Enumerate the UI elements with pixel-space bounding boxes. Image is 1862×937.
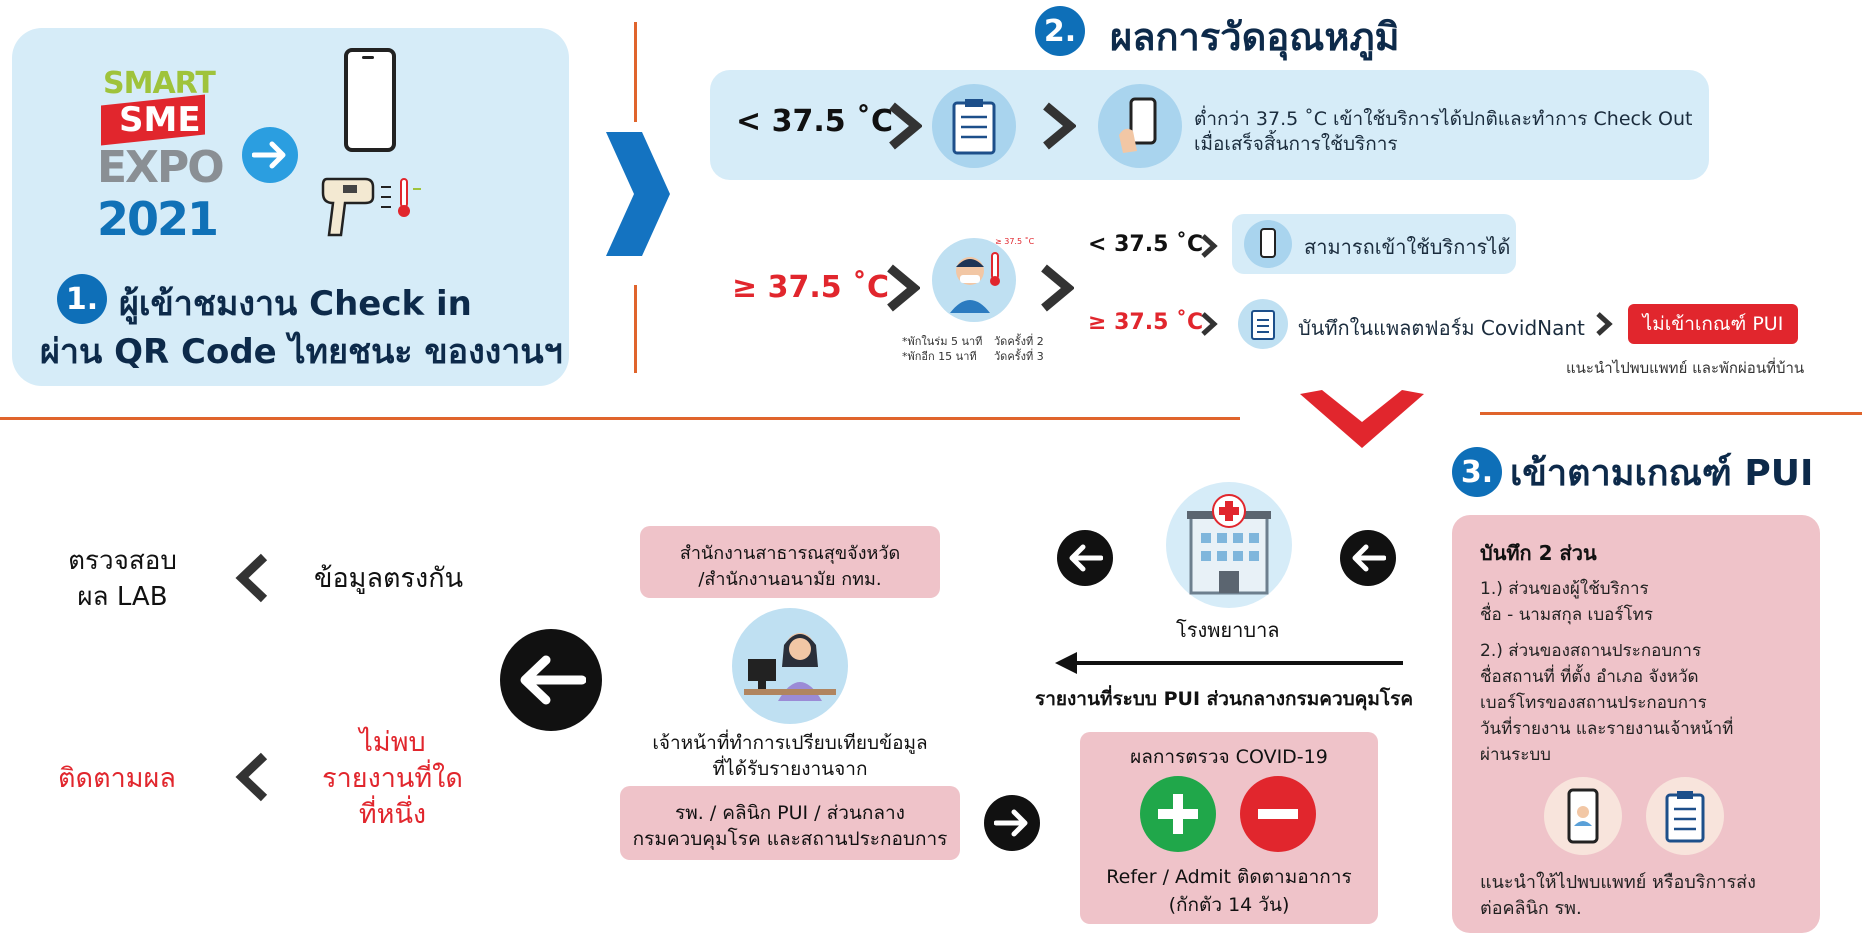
divider-vertical-top: [634, 22, 637, 122]
phone-doctor-icon: [1544, 777, 1622, 855]
chevron-right-icon: [886, 264, 922, 316]
step3-record-panel: บันทึก 2 ส่วน 1.) ส่วนของผู้ใช้บริการ ชื…: [1452, 515, 1820, 933]
officer-top-box: สำนักงานสาธารณสุขจังหวัด /สำนักงานอนามัย…: [640, 526, 940, 598]
part1-line1: 1.) ส่วนของผู้ใช้บริการ: [1480, 579, 1649, 599]
covid-result-line2: (กักตัว 14 วัน): [1168, 894, 1290, 916]
part2-line2: ชื่อสถานที่ ที่ตั้ง อำเภอ จังหวัด: [1480, 667, 1699, 687]
logo-expo: EXPO: [97, 142, 225, 193]
part1-line2: ชื่อ - นามสกุล เบอร์โทร: [1480, 605, 1653, 625]
part2-line3: เบอร์โทรของสถานประกอบการ: [1480, 693, 1707, 713]
lab-line1: ตรวจสอบ: [68, 546, 177, 576]
chevron-right-icon: [602, 128, 672, 264]
step2-badge: 2.: [1035, 6, 1085, 56]
divider-vertical-bottom: [634, 285, 637, 373]
sub-ok-box: สามารถเข้าใช้บริการได้: [1232, 214, 1516, 274]
chevron-left-icon: [234, 752, 270, 806]
chevron-right-icon: [1200, 311, 1218, 341]
chevron-right-icon: [1595, 311, 1613, 341]
measure2-note: วัดครั้งที่ 2: [994, 335, 1044, 348]
not-pui-badge: ไม่เข้าเกณฑ์ PUI: [1628, 304, 1798, 344]
covid-result-line1: Refer / Admit ติดตามอาการ: [1106, 866, 1352, 888]
step2-title: ผลการวัดอุณหภูมิ: [1110, 15, 1400, 59]
notfound-line2: รายงานที่ใด: [322, 763, 463, 794]
report-arrow: [1055, 651, 1405, 679]
measure3-note: วัดครั้งที่ 3: [994, 350, 1044, 363]
not-pui-label: ไม่เข้าเกณฑ์ PUI: [1642, 313, 1784, 335]
divider-left-bottom: [0, 417, 1240, 420]
arrow-right-icon: [984, 795, 1040, 851]
phone-in-hand-icon: [1244, 220, 1292, 268]
smart-sme-expo-logo: SMART SME EXPO 2021: [97, 66, 227, 246]
step1-badge: 1.: [57, 274, 107, 324]
covid-title: ผลการตรวจ COVID-19: [1130, 746, 1328, 768]
row1-desc-line1: ต่ำกว่า 37.5 ˚C เข้าใช้บริการได้ปกติและท…: [1194, 108, 1693, 130]
divider-right-bottom: [1480, 412, 1862, 415]
arrow-left-icon: [1057, 530, 1113, 586]
officer-bottom-line2: กรมควบคุมโรค และสถานประกอบการ: [632, 828, 948, 850]
step3-advice-line2: ต่อคลินิก รพ.: [1480, 898, 1582, 919]
chevron-down-icon: [1298, 388, 1426, 454]
hospital-icon: [1166, 482, 1292, 608]
follow-text: ติดตามผล: [58, 763, 176, 794]
icon-temp-label: ≥ 37.5 ˚C: [995, 237, 1035, 246]
sub-high-temp: ≥ 37.5 ˚C: [1088, 310, 1204, 335]
part2-line5: ผ่านระบบ: [1480, 745, 1551, 765]
row2-temp: ≥ 37.5 ˚C: [732, 270, 890, 305]
minus-icon: [1240, 776, 1316, 852]
arrow-left-icon: [1340, 530, 1396, 586]
lab-line2: ผล LAB: [77, 582, 168, 612]
record-title: บันทึก 2 ส่วน: [1480, 541, 1597, 565]
clipboard-icon: [932, 84, 1016, 168]
phone-in-hand-icon: [1098, 84, 1182, 168]
logo-2021: 2021: [97, 192, 219, 246]
report-text: รายงานที่ระบบ PUI ส่วนกลางกรมควบคุมโรค: [1035, 688, 1414, 710]
officer-desc-line1: เจ้าหน้าที่ทำการเปรียบเทียบข้อมูล: [652, 732, 928, 754]
chevron-left-icon: [234, 553, 270, 607]
officer-bottom-line1: รพ. / คลินิก PUI / ส่วนกลาง: [675, 802, 905, 824]
rest2-note: *พักอีก 15 นาที: [902, 350, 977, 363]
step2-row1-panel: < 37.5 ˚C ต่ำกว่า 37.5 ˚C เข้าใช้บริการไ…: [710, 70, 1709, 180]
step3-advice-line1: แนะนำให้ไปพบแพทย์ หรือบริการส่ง: [1480, 872, 1756, 893]
arrow-left-icon: [500, 629, 602, 731]
step1-title-line2: ผ่าน QR Code ไทยชนะ ของงานฯ: [40, 332, 563, 372]
officer-bottom-box: รพ. / คลินิก PUI / ส่วนกลาง กรมควบคุมโรค…: [620, 786, 960, 860]
arrow-right-icon: [242, 127, 298, 183]
thermometer-gun-icon: [317, 173, 437, 247]
chevron-right-icon: [888, 102, 924, 154]
officer-top-line2: /สำนักงานอนามัย กทม.: [698, 569, 882, 590]
not-pui-advice: แนะนำไปพบแพทย์ และพักผ่อนที่บ้าน: [1566, 359, 1805, 377]
sub-ok-text: สามารถเข้าใช้บริการได้: [1304, 235, 1511, 259]
clipboard-icon: [1238, 299, 1288, 349]
person-masked-icon: [932, 238, 1016, 322]
notfound-line1: ไม่พบ: [359, 727, 426, 758]
chevron-right-icon: [1042, 102, 1078, 154]
chevron-right-icon: [1040, 264, 1076, 316]
step1-title-line1: ผู้เข้าชมงาน Check in: [119, 284, 472, 324]
row1-desc-line2: เมื่อเสร็จสิ้นการใช้บริการ: [1194, 133, 1398, 155]
match-text: ข้อมูลตรงกัน: [314, 563, 464, 594]
officer-at-computer-icon: [732, 608, 848, 724]
notfound-line3: ที่หนึ่ง: [358, 799, 427, 830]
officer-desc-line2: ที่ได้รับรายงานจาก: [712, 758, 868, 780]
sub-ok-temp: < 37.5 ˚C: [1088, 232, 1204, 257]
hospital-label: โรงพยาบาล: [1176, 618, 1280, 642]
plus-icon: [1140, 776, 1216, 852]
part2-line1: 2.) ส่วนของสถานประกอบการ: [1480, 641, 1702, 661]
row1-temp: < 37.5 ˚C: [736, 104, 894, 139]
step1-panel: SMART SME EXPO 2021 1. ผู้เข้าชมงาน Chec…: [12, 28, 569, 386]
clipboard-icon: [1646, 777, 1724, 855]
part2-line4: วันที่รายงาน และรายงานเจ้าหน้าที่: [1480, 719, 1734, 739]
officer-top-line1: สำนักงานสาธารณสุขจังหวัด: [679, 543, 901, 564]
covid-result-panel: ผลการตรวจ COVID-19 Refer / Admit ติดตามอ…: [1080, 732, 1378, 924]
step3-badge: 3.: [1452, 447, 1502, 497]
step3-title: เข้าตามเกณฑ์ PUI: [1510, 453, 1814, 494]
rest1-note: *พักในร่ม 5 นาที: [902, 335, 983, 348]
smartphone-icon: [344, 48, 396, 152]
chevron-right-icon: [1200, 233, 1218, 263]
sub-high-text: บันทึกในแพลตฟอร์ม CovidNant: [1298, 316, 1585, 340]
logo-sme: SME: [119, 100, 201, 140]
